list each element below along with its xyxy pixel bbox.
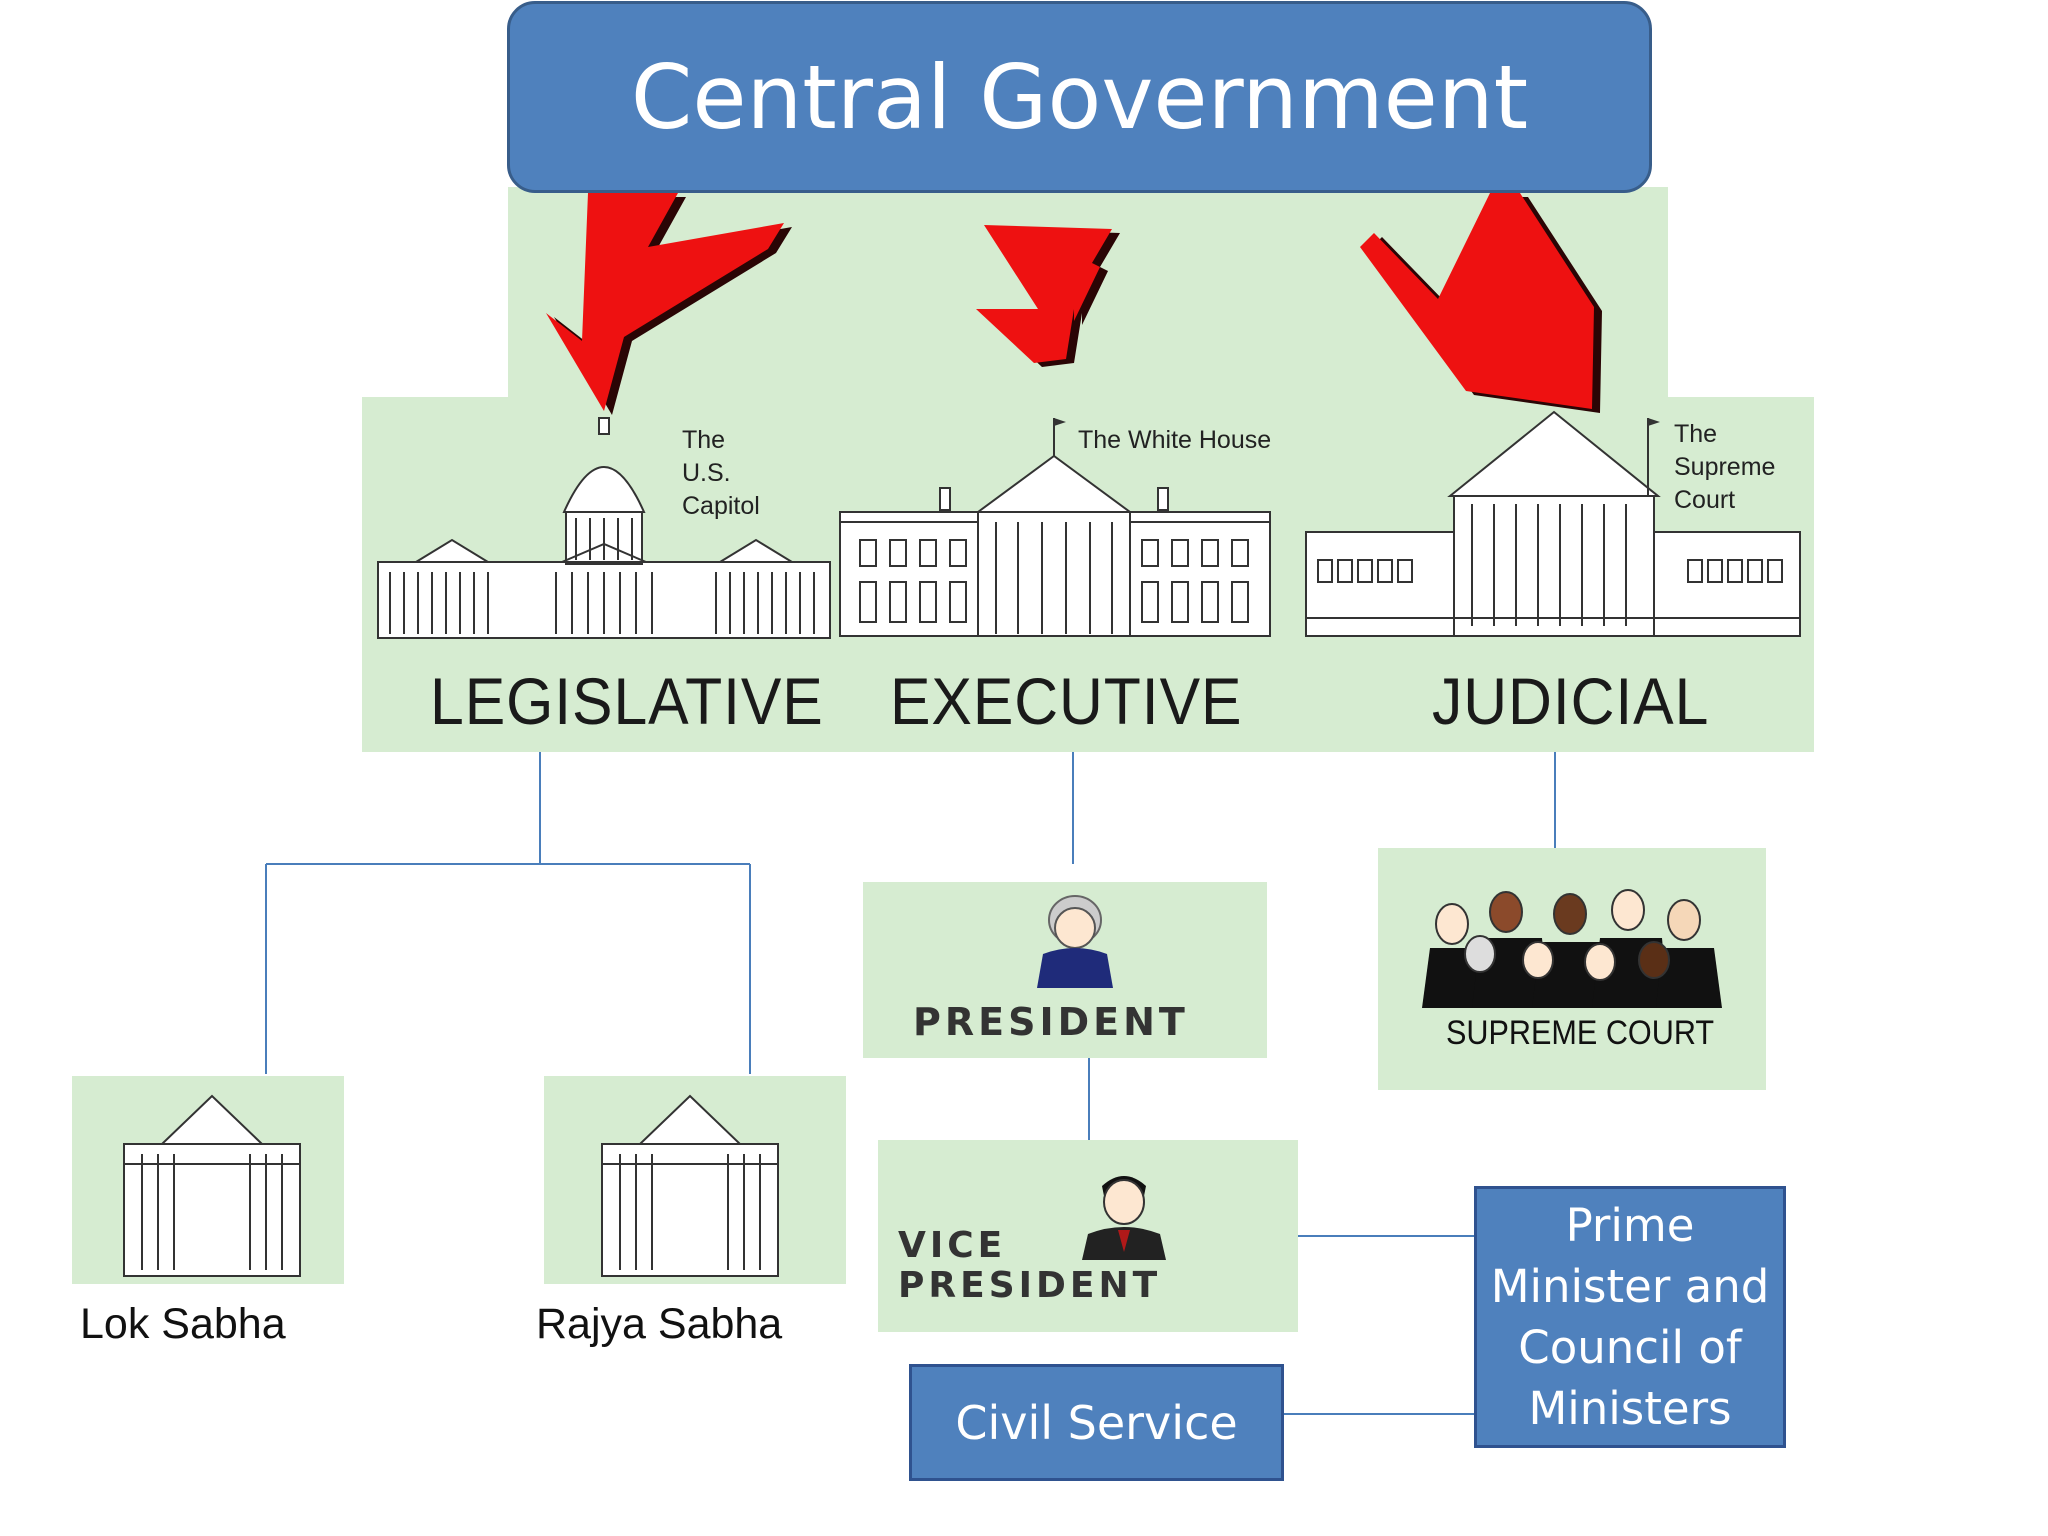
lok-sabha-icon: [123, 1094, 301, 1277]
judicial-label: JUDICIAL: [1432, 664, 1710, 738]
rajya-sabha-building: [544, 1076, 846, 1284]
president-label: PRESIDENT: [913, 1000, 1189, 1044]
white-house-caption: The White House: [1078, 426, 1272, 454]
executive-label: EXECUTIVE: [890, 664, 1243, 738]
supreme-court-caption: The Supreme Court: [1674, 420, 1776, 514]
white-house-icon: [839, 418, 1271, 637]
vice-president-label: VICE PRESIDENT: [898, 1225, 1162, 1306]
supreme-court-label: SUPREME COURT: [1446, 1014, 1715, 1052]
rajya-sabha-icon: [601, 1094, 779, 1277]
arrow-to-judicial-icon: [1360, 193, 1602, 413]
lok-sabha-label: Lok Sabha: [80, 1300, 286, 1348]
supreme-court-building-icon: [1305, 410, 1801, 637]
arrow-to-executive-icon: [976, 225, 1120, 367]
arrow-to-legislative-icon: [546, 193, 792, 415]
president-icon: [1037, 895, 1113, 988]
red-arrows: [546, 193, 1602, 415]
rajya-sabha-label: Rajya Sabha: [536, 1300, 783, 1348]
civil-service-box: Civil Service: [909, 1364, 1284, 1481]
capitol-building-icon: [377, 417, 831, 639]
president-card: PRESIDENT: [863, 882, 1267, 1058]
lok-sabha-building: [72, 1076, 344, 1284]
justices-group-icon: [1422, 889, 1722, 1008]
capitol-caption: The U.S. Capitol: [682, 426, 760, 520]
vice-president-icon: [1082, 1176, 1166, 1260]
vice-president-card: VICE PRESIDENT: [878, 1140, 1298, 1332]
prime-minister-box: Prime Minister and Council of Ministers: [1474, 1186, 1786, 1448]
central-government-title: Central Government: [507, 1, 1652, 193]
legislative-label: LEGISLATIVE: [430, 664, 824, 738]
supreme-court-card: SUPREME COURT: [1378, 848, 1766, 1090]
